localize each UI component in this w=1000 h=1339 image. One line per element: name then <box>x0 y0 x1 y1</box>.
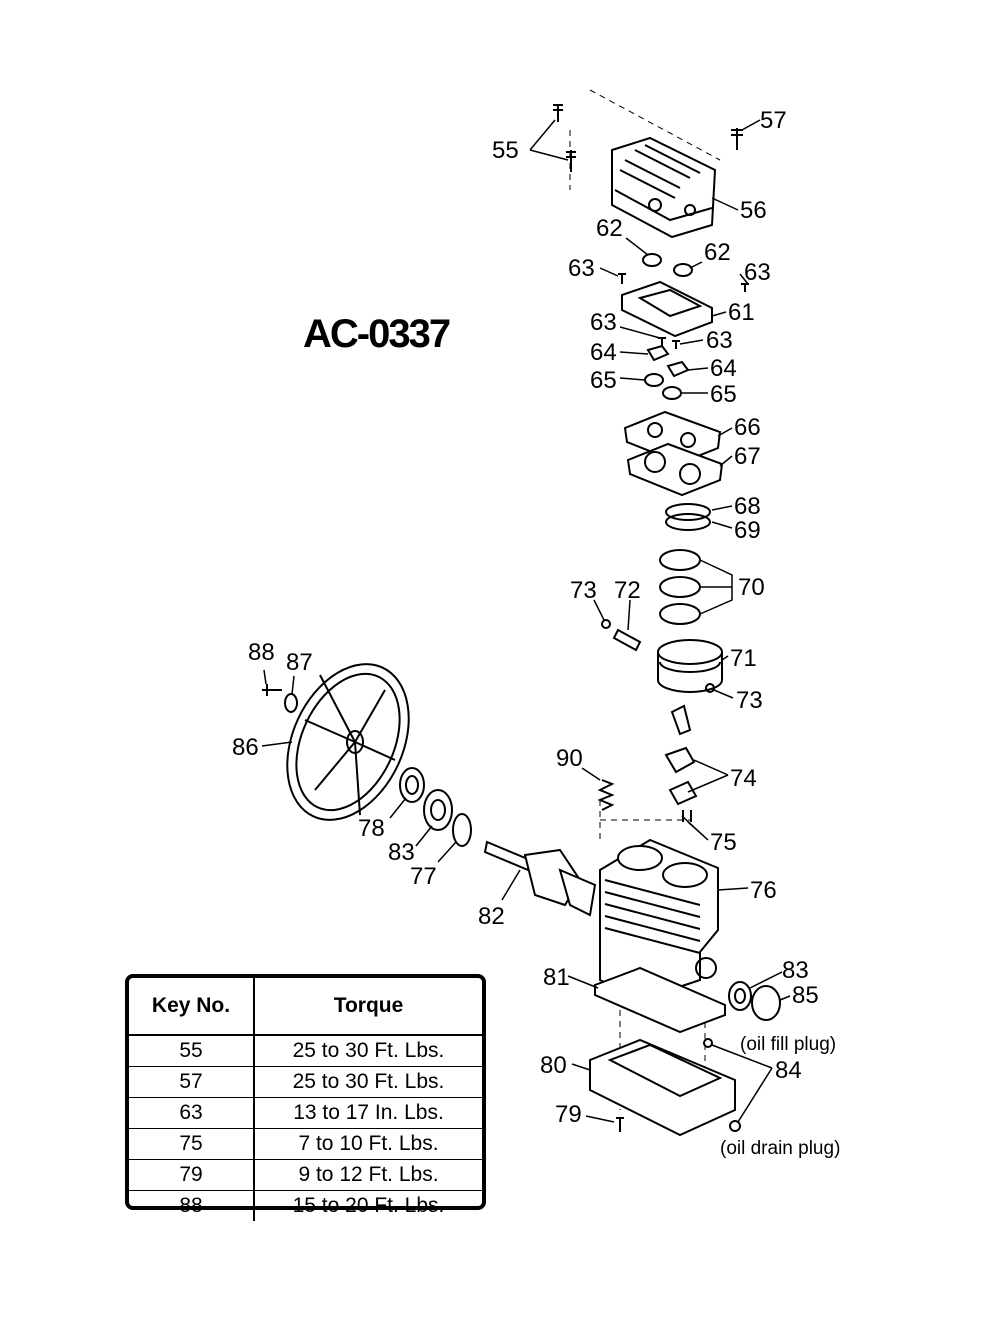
oil-drain-plug-note: (oil drain plug) <box>720 1138 840 1159</box>
callout-62a: 62 <box>596 215 623 242</box>
callout-70: 70 <box>738 574 765 601</box>
key-no-cell: 63 <box>129 1097 255 1129</box>
torque-table: Key No. Torque 55 25 to 30 Ft. Lbs. 57 2… <box>125 974 486 1221</box>
cylinder-head <box>611 136 717 239</box>
oil-fill-plug-note: (oil fill plug) <box>740 1034 836 1055</box>
callout-73b: 73 <box>736 687 763 714</box>
callout-75: 75 <box>710 829 737 856</box>
callout-90: 90 <box>556 745 583 772</box>
callout-79: 79 <box>555 1101 582 1128</box>
ring-70c <box>659 603 701 625</box>
callout-78: 78 <box>358 815 385 842</box>
callout-83b: 83 <box>782 957 809 984</box>
key-no-cell: 75 <box>129 1128 255 1160</box>
oil-fill-plug <box>751 985 781 1021</box>
ring-68 <box>665 503 711 521</box>
callout-80: 80 <box>540 1052 567 1079</box>
callout-81: 81 <box>543 964 570 991</box>
key-no-cell: 57 <box>129 1066 255 1098</box>
torque-cell: 13 to 17 In. Lbs. <box>254 1097 482 1129</box>
callout-66: 66 <box>734 414 761 441</box>
model-title: AC-0337 <box>303 312 450 356</box>
ring-70b <box>659 576 701 598</box>
seal-83-right <box>728 981 752 1011</box>
callout-85: 85 <box>792 982 819 1009</box>
callout-63d: 63 <box>706 327 733 354</box>
callout-86: 86 <box>232 734 259 761</box>
ring-70a <box>659 549 701 571</box>
cylinder-block <box>599 838 719 1002</box>
table-row: 55 25 to 30 Ft. Lbs. <box>129 1034 482 1067</box>
callout-65a: 65 <box>590 367 617 394</box>
torque-cell: 7 to 10 Ft. Lbs. <box>254 1128 482 1160</box>
head-bolt-57 <box>731 128 743 150</box>
torque-cell: 15 to 20 Ft. Lbs. <box>254 1190 482 1221</box>
callout-71: 71 <box>730 645 757 672</box>
callout-76: 76 <box>750 877 777 904</box>
crankcase-base <box>589 1038 736 1137</box>
table-row: 57 25 to 30 Ft. Lbs. <box>129 1066 482 1098</box>
valve-62b <box>673 263 693 277</box>
table-row: 63 13 to 17 In. Lbs. <box>129 1097 482 1129</box>
torque-cell: 25 to 30 Ft. Lbs. <box>254 1034 482 1067</box>
callout-64b: 64 <box>710 355 737 382</box>
callout-62b: 62 <box>704 239 731 266</box>
callout-88: 88 <box>248 639 275 666</box>
crankshaft <box>483 840 597 917</box>
key-no-cell: 79 <box>129 1159 255 1191</box>
callout-68: 68 <box>734 493 761 520</box>
piston <box>657 639 723 693</box>
head-bolt <box>553 104 576 172</box>
seal-78 <box>399 767 425 803</box>
ring-69 <box>665 513 711 531</box>
callout-82: 82 <box>478 903 505 930</box>
bearing-83-left <box>423 789 453 831</box>
ring-77 <box>452 813 472 847</box>
wrist-pin <box>612 628 642 652</box>
callout-63c: 63 <box>590 309 617 336</box>
callout-83a: 83 <box>388 839 415 866</box>
callout-77: 77 <box>410 863 437 890</box>
base-gasket <box>594 966 726 1034</box>
callout-61: 61 <box>728 299 755 326</box>
callout-64a: 64 <box>590 339 617 366</box>
callout-73a: 73 <box>570 577 597 604</box>
key-no-header: Key No. <box>129 978 255 1036</box>
gasket-66 <box>623 410 722 465</box>
callout-63b: 63 <box>744 259 771 286</box>
callout-87: 87 <box>286 649 313 676</box>
callout-67: 67 <box>734 443 761 470</box>
gasket-67 <box>626 442 724 497</box>
callout-72: 72 <box>614 577 641 604</box>
key-no-cell: 55 <box>129 1034 255 1067</box>
spring <box>597 779 615 811</box>
torque-cell: 9 to 12 Ft. Lbs. <box>254 1159 482 1191</box>
torque-header: Torque <box>254 978 482 1036</box>
flywheel <box>286 663 410 821</box>
table-row: 75 7 to 10 Ft. Lbs. <box>129 1128 482 1160</box>
callout-84: 84 <box>775 1057 802 1084</box>
callout-63a: 63 <box>568 255 595 282</box>
connecting-rod <box>664 704 698 806</box>
callout-69: 69 <box>734 517 761 544</box>
callout-65b: 65 <box>710 381 737 408</box>
callout-56: 56 <box>740 197 767 224</box>
table-row: 79 9 to 12 Ft. Lbs. <box>129 1159 482 1191</box>
callout-57: 57 <box>760 107 787 134</box>
valve-plate <box>621 280 713 338</box>
callout-55: 55 <box>492 137 519 164</box>
torque-cell: 25 to 30 Ft. Lbs. <box>254 1066 482 1098</box>
callout-74: 74 <box>730 765 757 792</box>
key-no-cell: 88 <box>129 1190 255 1221</box>
valve-62a <box>642 253 662 267</box>
table-row: 88 15 to 20 Ft. Lbs. <box>129 1190 482 1221</box>
